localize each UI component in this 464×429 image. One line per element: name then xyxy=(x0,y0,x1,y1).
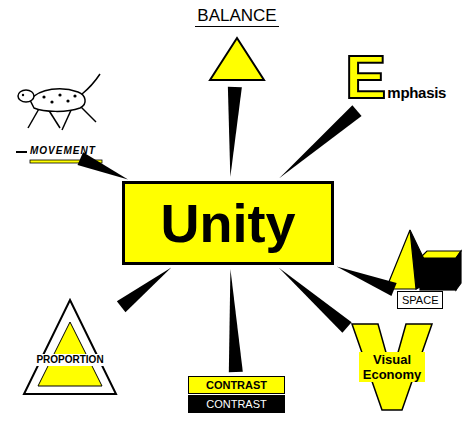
arrow-wedge xyxy=(337,266,397,296)
cheetah-spot xyxy=(42,95,45,98)
concept-movement: MOVEMENT xyxy=(30,145,96,157)
balance-triangle-shape xyxy=(210,38,264,80)
node-text: mphasis xyxy=(387,84,446,101)
cube-side xyxy=(456,251,461,290)
cheetah-body xyxy=(30,89,85,112)
node-text: CONTRAST xyxy=(189,396,284,412)
node-text: PROPORTION xyxy=(34,354,105,366)
balance-triangle xyxy=(207,35,267,83)
cube-top xyxy=(420,251,461,258)
pyramid-face xyxy=(386,230,416,289)
arrow-wedge xyxy=(229,269,243,372)
arrow-wedge xyxy=(279,105,361,178)
proportion-triangle-outline xyxy=(22,298,118,396)
concept-emphasis: Emphasis xyxy=(345,46,446,108)
cheetah-spot xyxy=(66,99,69,102)
cheetah-leg xyxy=(28,107,40,128)
arrow-wedge xyxy=(228,87,242,177)
node-text: Unity xyxy=(161,196,296,250)
node-text: MOVEMENT xyxy=(30,145,96,157)
node-text: CONTRAST xyxy=(189,377,284,393)
node-text: BALANCE xyxy=(195,6,278,27)
cheetah-illustration xyxy=(18,74,100,130)
cheetah-head xyxy=(18,90,34,102)
concept-balance: BALANCE xyxy=(182,6,292,83)
v-letter xyxy=(352,324,432,410)
space-shapes xyxy=(386,230,461,290)
cheetah-eye xyxy=(22,94,24,96)
visual-economy-v: Visual Economy xyxy=(350,322,434,412)
node-text: E xyxy=(345,46,386,108)
contrast-black-bar: CONTRAST xyxy=(188,395,285,413)
cheetah-spot xyxy=(58,93,61,96)
contrast-yellow-bar: CONTRAST xyxy=(188,376,285,394)
cheetah-spot xyxy=(50,100,53,103)
arrow-wedge xyxy=(279,268,352,333)
arrow-wedge xyxy=(117,267,172,312)
central-box: Unity xyxy=(122,181,334,265)
cheetah-spots xyxy=(22,93,77,103)
node-text: SPACE xyxy=(402,293,438,307)
space-label-box: SPACE xyxy=(397,291,443,309)
node-text: Visual Economy xyxy=(359,352,425,382)
cheetah-tail xyxy=(82,74,100,94)
outer-triangle xyxy=(24,300,116,394)
movement-dash xyxy=(16,151,27,153)
cheetah-spot xyxy=(73,94,76,97)
proportion-triangle: PROPORTION xyxy=(22,298,118,396)
arrow-wedge xyxy=(78,152,129,179)
